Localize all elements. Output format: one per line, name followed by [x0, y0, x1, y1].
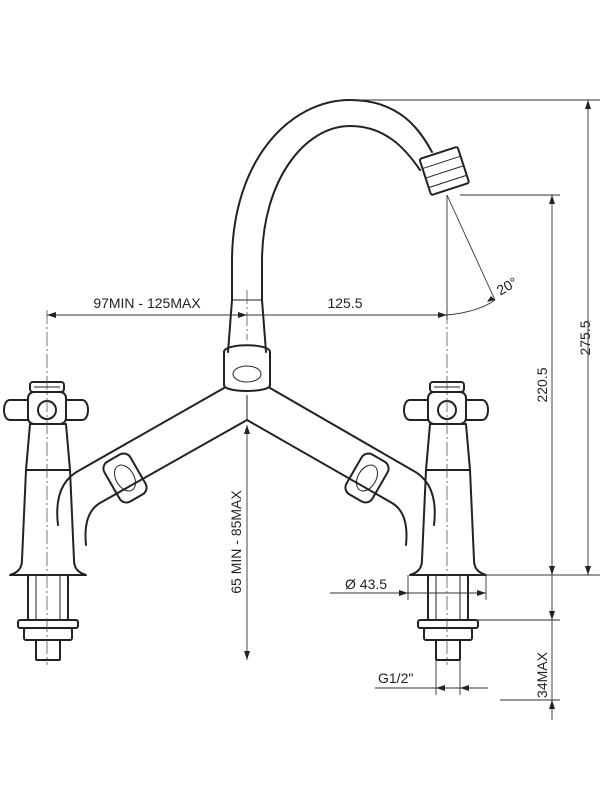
dimension-span: 97MIN - 125MAX: [47, 295, 247, 318]
overall-height-label: 275.5: [577, 320, 593, 355]
aerator: [418, 146, 470, 196]
reach-label: 125.5: [327, 295, 362, 311]
dimension-overall-height: 275.5: [350, 99, 600, 576]
dimension-base-diameter: Ø 43.5: [330, 575, 487, 600]
outlet-height-label: 220.5: [534, 367, 550, 402]
span-width-label: 97MIN - 125MAX: [93, 295, 201, 311]
dimension-shank-length: 34MAX: [475, 575, 560, 720]
spout: [231, 99, 470, 301]
dimension-thread: G1/2": [375, 660, 488, 695]
right-tap: [403, 381, 489, 661]
shank-length-label: 34MAX: [534, 651, 550, 698]
dimension-reach: 125.5: [247, 195, 448, 320]
dimension-outlet-height: 220.5: [460, 194, 560, 576]
left-connector-ring: [102, 452, 148, 504]
bridge-body: [56, 299, 436, 546]
base-diameter-label: Ø 43.5: [345, 576, 387, 592]
dimension-deck-thickness: 65 MIN - 85MAX: [228, 425, 250, 660]
dimension-angle: 20°: [446, 194, 520, 316]
right-connector-ring: [344, 452, 390, 504]
thread-label: G1/2": [378, 670, 413, 686]
deck-thickness-label: 65 MIN - 85MAX: [228, 490, 244, 594]
left-tap: [3, 381, 89, 661]
angle-label: 20°: [494, 274, 520, 298]
